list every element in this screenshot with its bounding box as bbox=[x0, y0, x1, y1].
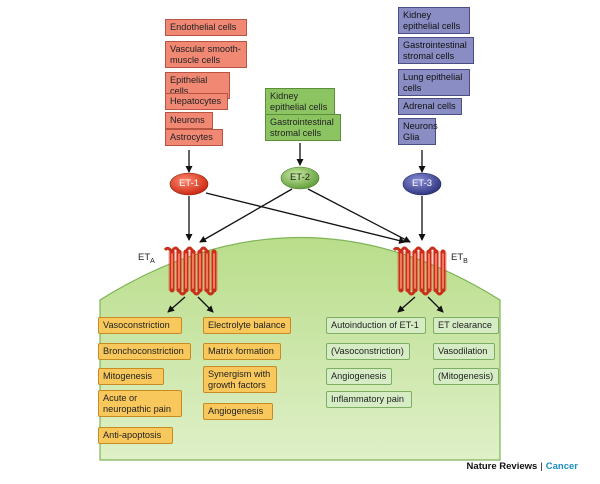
arrow-et2-to-eta bbox=[199, 188, 293, 243]
eta-effect-item: Vasoconstriction bbox=[98, 317, 182, 334]
right-source-item: Kidney epithelial cells bbox=[398, 7, 470, 34]
left-source-item: Vascular smooth-muscle cells bbox=[165, 41, 247, 68]
ligand-et2-label: ET-2 bbox=[289, 172, 311, 183]
eta-effect-item: Synergism with growth factors bbox=[203, 366, 277, 393]
journal-credit: Nature Reviews|Cancer bbox=[466, 461, 578, 472]
arrow-etb-to-col1 bbox=[397, 296, 416, 313]
receptor-eta-base: ET bbox=[138, 252, 151, 263]
receptor-etb-shape bbox=[392, 246, 447, 296]
arrow-eta-to-col1 bbox=[167, 296, 186, 313]
credit-section: Cancer bbox=[545, 461, 578, 472]
receptor-etb-base: ET bbox=[451, 252, 464, 263]
ligand-et3-shape bbox=[402, 172, 442, 196]
middle-source-item: Gastrointestinal stromal cells bbox=[265, 114, 341, 141]
eta-effect-item: Mitogenesis bbox=[98, 368, 164, 385]
eta-effect-item: Matrix formation bbox=[203, 343, 281, 360]
left-source-item: Astrocytes bbox=[165, 129, 223, 146]
credit-journal: Nature Reviews bbox=[466, 461, 538, 472]
eta-effect-item: Bronchoconstriction bbox=[98, 343, 191, 360]
eta-effect-item: Acute or neuropathic pain bbox=[98, 390, 182, 417]
left-source-item: Hepatocytes bbox=[165, 93, 228, 110]
right-source-item: Gastrointestinal stromal cells bbox=[398, 37, 474, 64]
ligand-et2-shape bbox=[280, 166, 320, 190]
etb-effect-item: (Vasoconstriction) bbox=[326, 343, 410, 360]
left-source-item: Endothelial cells bbox=[165, 19, 247, 36]
right-source-item: Neurons Glia bbox=[398, 118, 438, 145]
arrow-etb-to-col2 bbox=[427, 296, 444, 313]
receptor-etb-label: ETB bbox=[451, 252, 468, 265]
ligand-et1-shape bbox=[169, 172, 209, 196]
arrow-et1-to-etb bbox=[205, 192, 406, 244]
arrow-eta-to-col2 bbox=[197, 296, 214, 313]
receptor-eta-sub: A bbox=[150, 257, 155, 265]
receptor-etb-sub: B bbox=[463, 257, 468, 265]
ligand-et3-label: ET-3 bbox=[411, 178, 433, 189]
eta-effect-item: Anti-apoptosis bbox=[98, 427, 173, 444]
eta-effect-item: Angiogenesis bbox=[203, 403, 273, 420]
right-source-item: Lung epithelial cells bbox=[398, 69, 470, 96]
etb-effect-item: Inflammatory pain bbox=[326, 391, 412, 408]
etb-effect-item: Angiogenesis bbox=[326, 368, 392, 385]
arrow-et2-to-etb bbox=[307, 188, 411, 243]
middle-source-item: Kidney epithelial cells bbox=[265, 88, 335, 115]
eta-effect-item: Electrolyte balance bbox=[203, 317, 291, 334]
right-source-item: Adrenal cells bbox=[398, 98, 462, 115]
etb-effect-item: (Mitogenesis) bbox=[433, 368, 499, 385]
receptor-eta-shape bbox=[163, 246, 218, 296]
etb-effect-item: ET clearance bbox=[433, 317, 499, 334]
etb-effect-item: Vasodilation bbox=[433, 343, 495, 360]
ligand-et1-label: ET-1 bbox=[178, 178, 200, 189]
etb-effect-item: Autoinduction of ET-1 bbox=[326, 317, 426, 334]
receptor-eta-label: ETA bbox=[138, 252, 155, 265]
left-source-item: Neurons bbox=[165, 112, 213, 129]
